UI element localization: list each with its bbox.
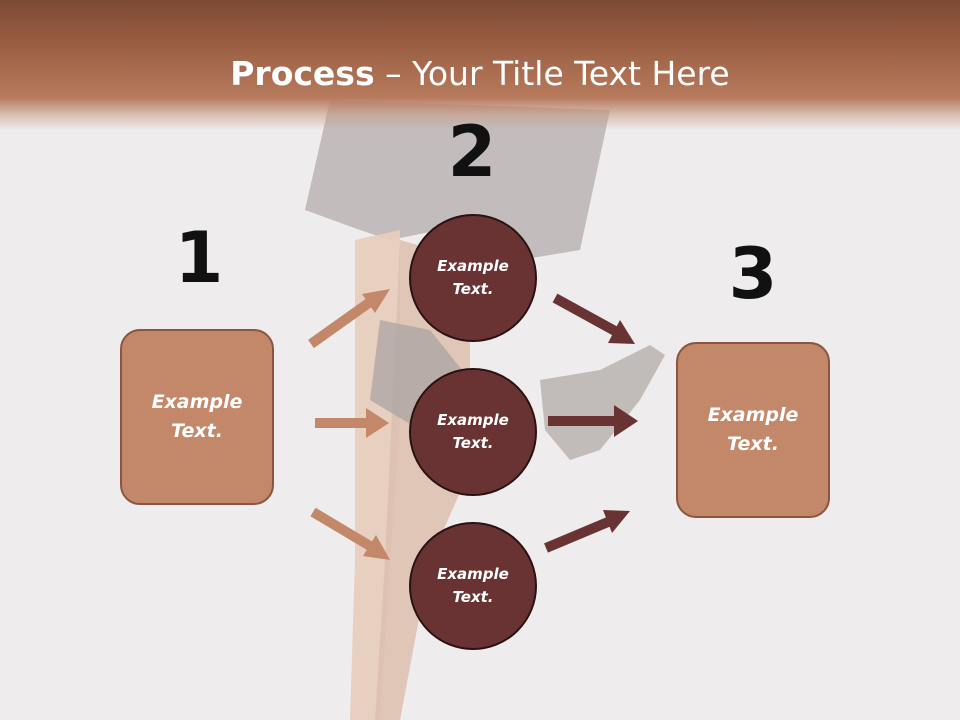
title-bar: [0, 0, 960, 130]
title-bold: Process: [230, 54, 375, 93]
circle-middle-text: Example Text.: [437, 411, 509, 452]
step-number-3: 3: [728, 233, 778, 315]
left-box: Example Text.: [120, 329, 274, 505]
right-box: Example Text.: [676, 342, 830, 518]
circle-bottom: Example Text.: [409, 522, 537, 650]
arrow-left-to-middle: [315, 408, 389, 438]
arrow-top-to-right: [552, 293, 635, 344]
right-box-text: Example Text.: [707, 404, 799, 455]
arrow-bottom-to-right: [544, 510, 630, 553]
circle-middle: Example Text.: [409, 368, 537, 496]
arrow-left-to-top: [308, 289, 390, 349]
arrow-middle-to-right: [548, 405, 638, 437]
circle-bottom-text: Example Text.: [437, 565, 509, 606]
left-box-text: Example Text.: [151, 391, 243, 442]
slide-title: Process – Your Title Text Here: [0, 52, 960, 96]
step-number-2: 2: [447, 111, 497, 193]
circle-top: Example Text.: [409, 214, 537, 342]
arrow-left-to-bottom: [310, 507, 390, 560]
step-number-1: 1: [174, 217, 224, 299]
title-dash: –: [385, 54, 402, 93]
title-rest: Your Title Text Here: [412, 54, 730, 93]
circle-top-text: Example Text.: [437, 257, 509, 298]
